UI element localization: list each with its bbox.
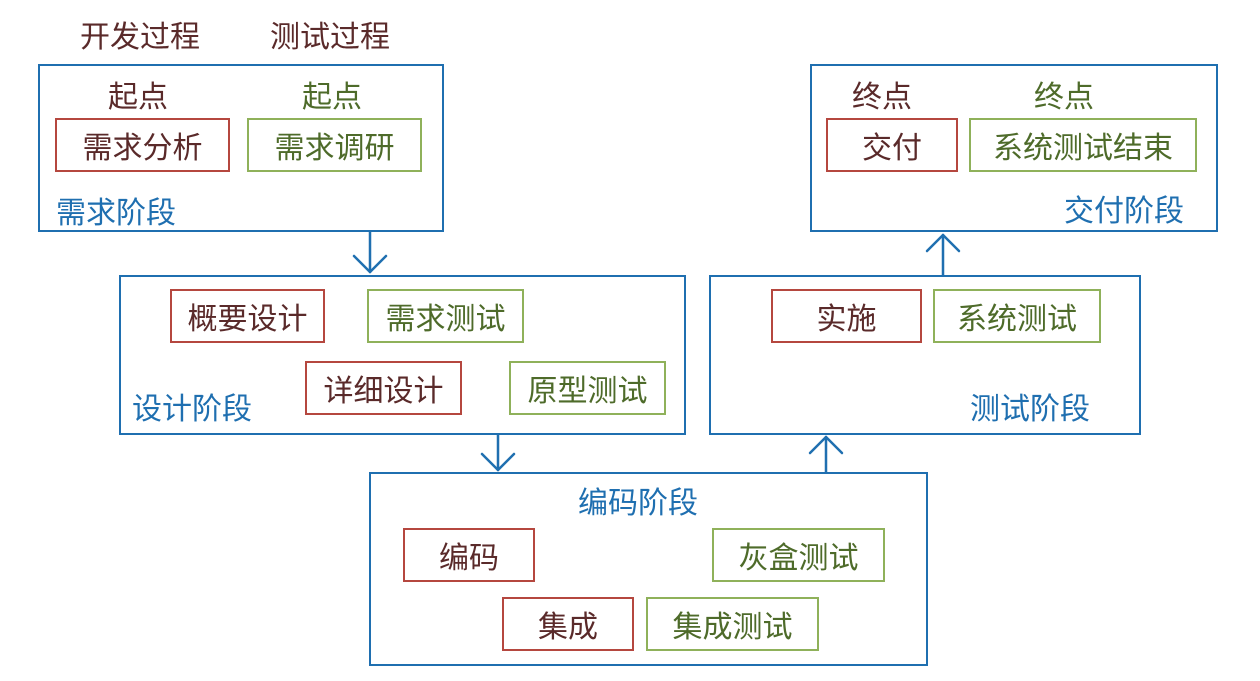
task-implementation: 实施: [771, 289, 922, 343]
task-requirements-test: 需求测试: [367, 289, 524, 343]
arrow-requirements-to-design: [352, 230, 388, 274]
task-detailed-design: 详细设计: [305, 361, 462, 415]
test-start-label: 起点: [302, 80, 362, 115]
arrow-design-to-coding: [480, 433, 516, 472]
coding-phase-label: 编码阶段: [578, 486, 698, 521]
task-high-level-design: 概要设计: [170, 289, 325, 343]
task-system-test: 系统测试: [933, 289, 1101, 343]
task-prototype-test: 原型测试: [509, 361, 666, 415]
design-phase-label: 设计阶段: [132, 392, 252, 427]
task-requirements-analysis: 需求分析: [55, 118, 230, 172]
dev-start-label: 起点: [108, 80, 168, 115]
task-coding: 编码: [403, 528, 535, 582]
task-requirements-research: 需求调研: [247, 118, 422, 172]
testing-phase-label: 测试阶段: [970, 392, 1090, 427]
requirements-phase-label: 需求阶段: [56, 196, 176, 231]
legend-test-process: 测试过程: [270, 20, 390, 55]
task-integration-test: 集成测试: [646, 597, 819, 651]
delivery-phase-label: 交付阶段: [1064, 194, 1184, 229]
task-graybox-test: 灰盒测试: [712, 528, 885, 582]
task-delivery: 交付: [826, 118, 958, 172]
legend-dev-process: 开发过程: [80, 20, 200, 55]
arrow-testing-to-delivery: [925, 233, 961, 277]
dev-end-label: 终点: [852, 80, 912, 115]
test-end-label: 终点: [1034, 80, 1094, 115]
task-system-test-end: 系统测试结束: [969, 118, 1197, 172]
arrow-coding-to-testing: [808, 435, 844, 474]
task-integration: 集成: [502, 597, 634, 651]
